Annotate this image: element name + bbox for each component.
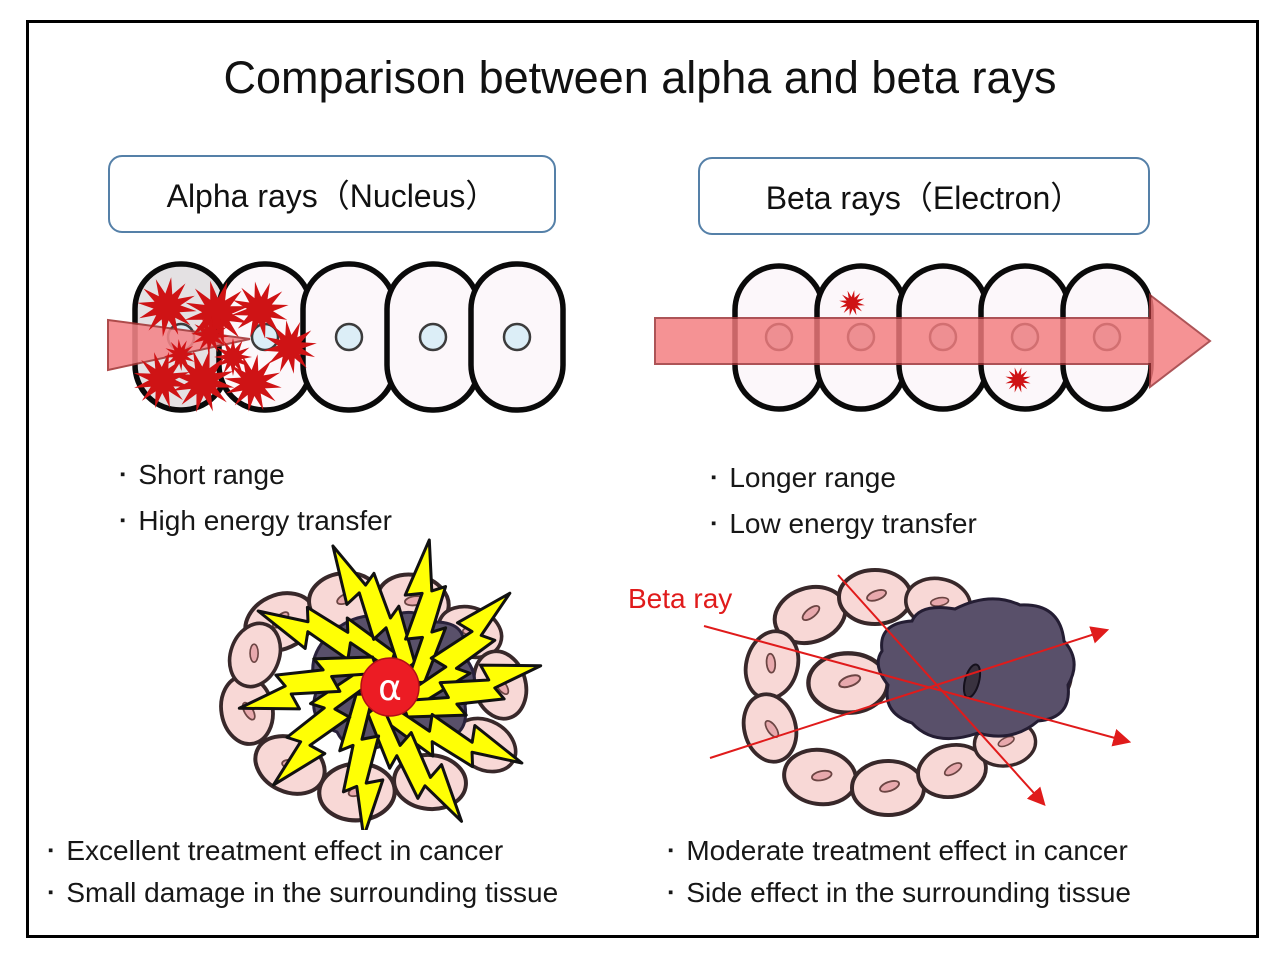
cell-nucleus [502,322,532,352]
bullet-label: Moderate treatment effect in cancer [686,835,1128,866]
bullet-icon: ▪ [711,469,717,487]
list-item: ▪ Small damage in the surrounding tissue [48,876,558,910]
list-item: ▪ Short range [120,458,392,492]
cell-nucleus [418,322,448,352]
beta-bullet-list: ▪ Longer range ▪ Low energy transfer [711,461,977,540]
bullet-label: Longer range [729,462,896,493]
beta-cells-diagram [654,263,1212,412]
beta-ray-lines [703,574,1132,807]
bullet-label: Side effect in the surrounding tissue [686,876,1131,908]
beta-ray-line [703,625,1132,747]
list-item: ▪ Longer range [711,461,977,495]
alpha-symbol: α [378,668,402,709]
list-item: ▪ High energy transfer [120,504,392,538]
alpha-cells-diagram [107,261,566,420]
list-item: ▪ Moderate treatment effect in cancer [668,834,1131,868]
beta-ray-line [709,626,1110,759]
list-item: ▪ Low energy transfer [711,507,977,541]
beta-ray-line [837,574,1046,807]
page-title: Comparison between alpha and beta rays [223,52,1057,103]
bullet-label: Small damage in the surrounding tissue [66,876,559,908]
bullet-icon: ▪ [48,883,54,901]
beta-ray-label: Beta ray [628,583,733,614]
alpha-tissue-illustration: α [213,538,543,830]
alpha-particle-badge [360,657,420,717]
bullet-label: Excellent treatment effect in cancer [66,835,504,866]
bullet-icon: ▪ [711,514,717,532]
beta-ray-arrow [654,292,1212,390]
bullet-icon: ▪ [668,883,674,901]
cell-nucleus [334,322,364,352]
alpha-rays-label-box: Alpha rays（Nucleus） [108,155,556,233]
beta-tissue-illustration [703,568,1132,817]
beta-rays-label-box: Beta rays（Electron） [698,157,1150,235]
bullet-icon: ▪ [120,511,126,529]
alpha-bullet-list: ▪ Short range ▪ High energy transfer [120,458,392,537]
beta-bottom-bullet-list: ▪ Moderate treatment effect in cancer ▪ … [668,834,1131,909]
alpha-bottom-bullet-list: ▪ Excellent treatment effect in cancer ▪… [48,834,558,909]
list-item: ▪ Excellent treatment effect in cancer [48,834,558,868]
bullet-icon: ▪ [120,466,126,484]
bullet-label: Short range [138,459,285,490]
beta-rays-label: Beta rays（Electron） [765,180,1083,216]
bullet-icon: ▪ [668,842,674,860]
alpha-rays-label: Alpha rays（Nucleus） [166,178,498,214]
bullet-label: High energy transfer [138,504,393,536]
bullet-icon: ▪ [48,842,54,860]
list-item: ▪ Side effect in the surrounding tissue [668,876,1131,910]
bullet-label: Low energy transfer [729,507,977,539]
